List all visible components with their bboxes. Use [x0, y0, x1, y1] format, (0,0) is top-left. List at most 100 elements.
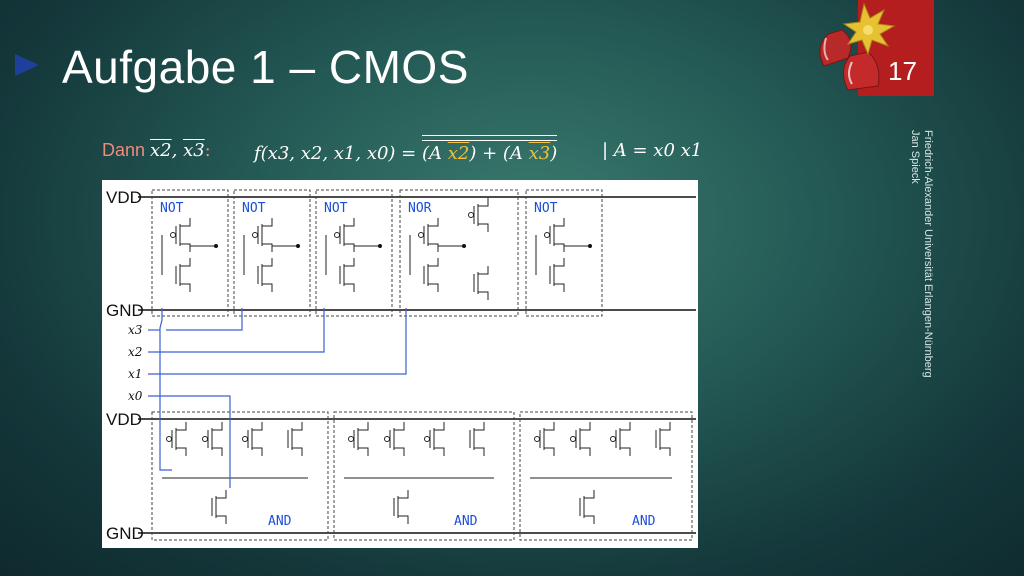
gate-label: NOT — [160, 201, 184, 216]
gate-label: NOT — [534, 201, 558, 216]
transistor-source — [660, 447, 671, 456]
gate-block-not: NOT — [525, 189, 603, 317]
input-label-x1: x1 — [128, 367, 142, 381]
transistor-drain — [252, 422, 263, 431]
power-rails — [138, 196, 696, 534]
transistor-source — [620, 447, 631, 456]
transistor-drain — [428, 258, 439, 267]
transistor-drain — [216, 490, 227, 499]
function-lhs: f(x3, x2, x1, x0) = — [254, 143, 422, 164]
transistor-drain — [344, 258, 355, 267]
gate-label: NOT — [242, 201, 266, 216]
transistor-source — [428, 243, 439, 252]
gate-block-nor: NOR — [399, 189, 519, 317]
transistor-source — [554, 243, 565, 252]
gate-frame — [151, 189, 229, 317]
gate-frame — [399, 189, 519, 317]
page-number: 17 — [888, 56, 917, 86]
gate-label: AND — [268, 514, 292, 529]
pmos-bubble — [424, 436, 430, 442]
pmos-bubble — [170, 232, 176, 238]
pmos-bubble — [334, 232, 340, 238]
gate-frame — [333, 411, 515, 541]
author-sidebar: Friedrich-Alexander Universität Erlangen… — [904, 130, 934, 420]
gate-block-and: AND — [519, 411, 693, 541]
transistor-drain — [580, 422, 591, 431]
gate-block-and: AND — [333, 411, 515, 541]
author-name: Jan Spieck — [909, 130, 921, 184]
transistor-drain — [544, 422, 555, 431]
transistor-source — [554, 283, 565, 292]
transistor-drain — [180, 218, 191, 227]
transistor-drain — [620, 422, 631, 431]
rail-label-gnd: GND — [106, 301, 144, 320]
term2-close: ) — [550, 143, 558, 164]
gate-label: NOT — [324, 201, 348, 216]
transistor-drain — [584, 490, 595, 499]
formula-line: Dann x2, x3: f(x3, x2, x1, x0) = (A x2) … — [102, 135, 722, 168]
transistor-source — [580, 447, 591, 456]
gate-frame — [233, 189, 311, 317]
pmos-bubble — [202, 436, 208, 442]
rail-label-vdd: VDD — [106, 188, 142, 207]
university-name: Friedrich-Alexander Universität Erlangen… — [922, 130, 934, 378]
input-label-x0: x0 — [128, 389, 143, 403]
rail-label-vdd: VDD — [106, 410, 142, 429]
gate-label: AND — [454, 514, 478, 529]
transistor-source — [292, 447, 303, 456]
transistor-drain — [212, 422, 223, 431]
transistor-source — [398, 515, 409, 524]
transistor-source — [212, 447, 223, 456]
transistor-source — [180, 283, 191, 292]
transistor-source — [358, 447, 369, 456]
pmos-bubble — [418, 232, 424, 238]
transistor-drain — [344, 218, 355, 227]
gate-blocks: NOT NOT NOT NOR NOT AND AND AND — [151, 189, 693, 541]
pmos-bubble — [610, 436, 616, 442]
transistor-drain — [292, 422, 303, 431]
transistor-drain — [478, 198, 489, 207]
transistor-source — [344, 283, 355, 292]
output-node — [296, 244, 300, 248]
output-node — [462, 244, 466, 248]
christmas-bells-icon — [819, 2, 896, 91]
output-node — [588, 244, 592, 248]
term1-open: (A — [421, 143, 448, 164]
transistor-source — [394, 447, 405, 456]
transistor-drain — [358, 422, 369, 431]
gate-label: NOR — [408, 201, 432, 216]
transistor-drain — [434, 422, 445, 431]
transistor-drain — [554, 258, 565, 267]
gate-block-and: AND — [151, 411, 329, 541]
pmos-bubble — [166, 436, 172, 442]
gate-label: AND — [632, 514, 656, 529]
pmos-bubble — [384, 436, 390, 442]
transistor-source — [544, 447, 555, 456]
var-x3-bar: x3 — [183, 140, 205, 161]
transistor-source — [584, 515, 595, 524]
transistor-drain — [180, 258, 191, 267]
transistor-source — [216, 515, 227, 524]
var-x2-bar: x2 — [150, 140, 172, 161]
transistor-source — [478, 291, 489, 300]
slide-title: Aufgabe 1 – CMOS — [62, 41, 469, 93]
transistor-source — [262, 283, 273, 292]
input-label-x2: x2 — [128, 345, 142, 359]
pmos-bubble — [570, 436, 576, 442]
transistor-source — [176, 447, 187, 456]
assignment: | A = x0 x1 — [602, 140, 703, 161]
pmos-bubble — [544, 232, 550, 238]
pmos-bubble — [252, 232, 258, 238]
transistor-source — [428, 283, 439, 292]
gate-frame — [519, 411, 693, 541]
transistor-source — [474, 447, 485, 456]
gate-block-not: NOT — [315, 189, 393, 317]
transistor-drain — [478, 266, 489, 275]
transistor-drain — [262, 218, 273, 227]
pmos-bubble — [348, 436, 354, 442]
boolean-function: f(x3, x2, x1, x0) = (A x2) + (A x3) — [254, 135, 558, 164]
transistor-source — [344, 243, 355, 252]
